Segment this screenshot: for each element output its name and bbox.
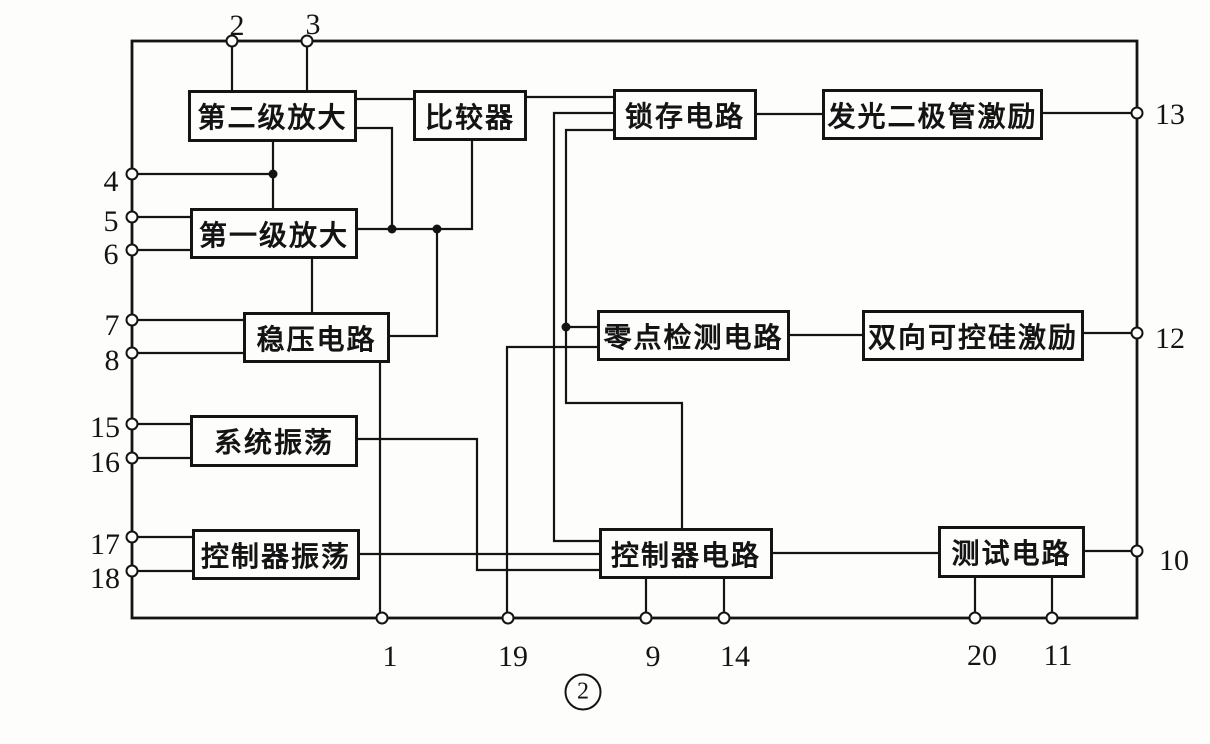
pin-terminal-11 — [1045, 611, 1059, 625]
pin-label-2: 2 — [229, 9, 245, 42]
pin-terminal-4 — [125, 167, 139, 181]
pin-label-1: 1 — [382, 640, 398, 673]
block-led-drive: 发光二极管激励 — [822, 89, 1043, 140]
pin-label-19: 19 — [498, 640, 528, 673]
pin-label-15: 15 — [90, 411, 120, 444]
wire-latch-to-zero-and-controller — [564, 128, 684, 528]
block-first-stage-amp: 第一级放大 — [190, 208, 358, 259]
block-zero-detect: 零点检测电路 — [597, 310, 790, 361]
pin-label-5: 5 — [103, 205, 119, 238]
wire-zero-to-pin19 — [505, 345, 597, 618]
pin-terminal-14 — [717, 611, 731, 625]
pin-terminal-13 — [1130, 106, 1144, 120]
block-regulator: 稳压电路 — [243, 312, 390, 363]
pin-terminal-20 — [968, 611, 982, 625]
block-second-stage-amp: 第二级放大 — [188, 90, 357, 142]
pin-label-13: 13 — [1155, 98, 1185, 131]
pin-terminal-19 — [501, 611, 515, 625]
pin-label-17: 17 — [90, 528, 120, 561]
pin-label-6: 6 — [103, 238, 119, 271]
pin-terminal-17 — [125, 530, 139, 544]
block-comparator: 比较器 — [413, 90, 527, 141]
pin-label-14: 14 — [720, 640, 750, 673]
junction-dot — [432, 224, 442, 234]
block-latch: 锁存电路 — [613, 89, 757, 140]
pin-label-16: 16 — [90, 446, 120, 479]
pin-terminal-9 — [639, 611, 653, 625]
pin-terminal-7 — [125, 313, 139, 327]
wire-regulator-to-amp1-node — [390, 229, 439, 338]
pin-terminal-1 — [375, 611, 389, 625]
pin-label-8: 8 — [104, 344, 120, 377]
wire-amp1-to-comparator — [358, 141, 474, 231]
pin-label-10: 10 — [1159, 544, 1189, 577]
pin-label-4: 4 — [103, 165, 119, 198]
pin-terminal-5 — [125, 210, 139, 224]
pin-terminal-18 — [125, 564, 139, 578]
block-triac-drive: 双向可控硅激励 — [862, 310, 1084, 361]
block-controller-osc: 控制器振荡 — [192, 529, 360, 580]
wire-sysosc-to-controller — [358, 437, 599, 572]
pin-terminal-16 — [125, 451, 139, 465]
pin-label-3: 3 — [305, 8, 321, 41]
pin-terminal-8 — [125, 346, 139, 360]
block-test-circuit: 测试电路 — [938, 526, 1085, 578]
junction-dot — [268, 169, 278, 179]
pin-terminal-12 — [1130, 326, 1144, 340]
pin-terminal-6 — [125, 243, 139, 257]
figure-caption: 2 — [564, 673, 602, 711]
pin-terminal-3 — [300, 34, 314, 48]
block-system-osc: 系统振荡 — [190, 415, 358, 467]
pin-label-11: 11 — [1043, 639, 1073, 672]
junction-dot — [387, 224, 397, 234]
junction-dot — [561, 322, 571, 332]
pin-label-9: 9 — [645, 640, 661, 673]
pin-label-18: 18 — [90, 562, 120, 595]
pin-label-12: 12 — [1155, 322, 1185, 355]
pin-terminal-10 — [1130, 544, 1144, 558]
block-controller: 控制器电路 — [599, 528, 773, 579]
pin-terminal-2 — [225, 34, 239, 48]
pin-label-20: 20 — [967, 639, 997, 672]
wire-amp2-feedback — [357, 126, 394, 229]
pin-terminal-15 — [125, 417, 139, 431]
pin-label-7: 7 — [104, 309, 120, 342]
wire-latch-to-controller-left — [552, 111, 613, 543]
